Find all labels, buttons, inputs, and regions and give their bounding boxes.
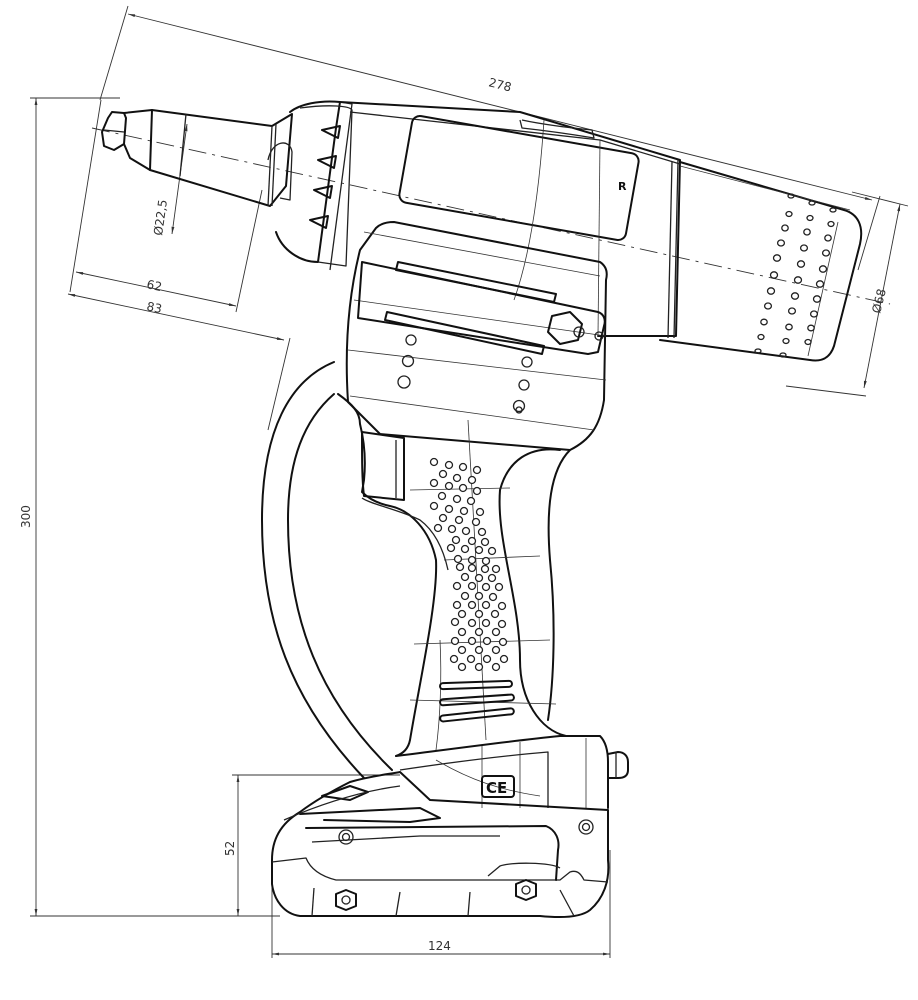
nose-length-label: 62 <box>145 277 163 294</box>
slot-upper <box>395 261 557 303</box>
hex-nut <box>547 311 583 345</box>
overall-height-label: 300 <box>19 505 33 528</box>
side-plate <box>345 221 608 451</box>
battery-pack <box>271 771 610 919</box>
battery-width-label: 124 <box>428 939 451 953</box>
logo-letter: R <box>618 180 627 193</box>
handle <box>261 361 571 779</box>
nose-piece <box>101 109 293 207</box>
grip-rib <box>439 707 515 723</box>
dimension-rear-diameter: Ø68 <box>785 191 909 397</box>
overall-length-label: 278 <box>487 75 513 94</box>
label-panel <box>398 114 640 242</box>
nose-to-grip-label: 83 <box>145 299 163 316</box>
dimension-battery-height: 52 <box>223 774 400 916</box>
trigger <box>361 431 405 501</box>
battery-hex-screw <box>515 879 537 901</box>
hanger-loop <box>261 361 365 779</box>
ce-mark-box <box>481 775 515 798</box>
battery-screw <box>578 819 594 835</box>
nose-diameter-label: Ø22,5 <box>151 199 170 237</box>
dimension-nose-to-grip: 83 <box>67 293 291 431</box>
side-knob <box>607 751 629 779</box>
ce-mark: CE <box>486 779 507 797</box>
tool-centerline <box>91 127 891 305</box>
rear-diameter-label: Ø68 <box>869 287 889 314</box>
dimension-overall-length: 278 <box>99 5 881 271</box>
slot-lower <box>384 311 545 355</box>
dimension-battery-width: 124 <box>271 850 611 958</box>
rear-vent-holes <box>754 193 837 358</box>
base-housing: CE <box>395 735 629 809</box>
battery-screw <box>338 829 354 845</box>
main-housing: R <box>275 100 863 362</box>
grip-texture <box>429 457 509 672</box>
battery-height-label: 52 <box>223 841 237 856</box>
grip-rib <box>439 679 513 691</box>
battery-hex-screw <box>335 889 357 911</box>
grip-rib <box>439 693 515 707</box>
dimension-overall-height: 300 <box>19 97 280 917</box>
